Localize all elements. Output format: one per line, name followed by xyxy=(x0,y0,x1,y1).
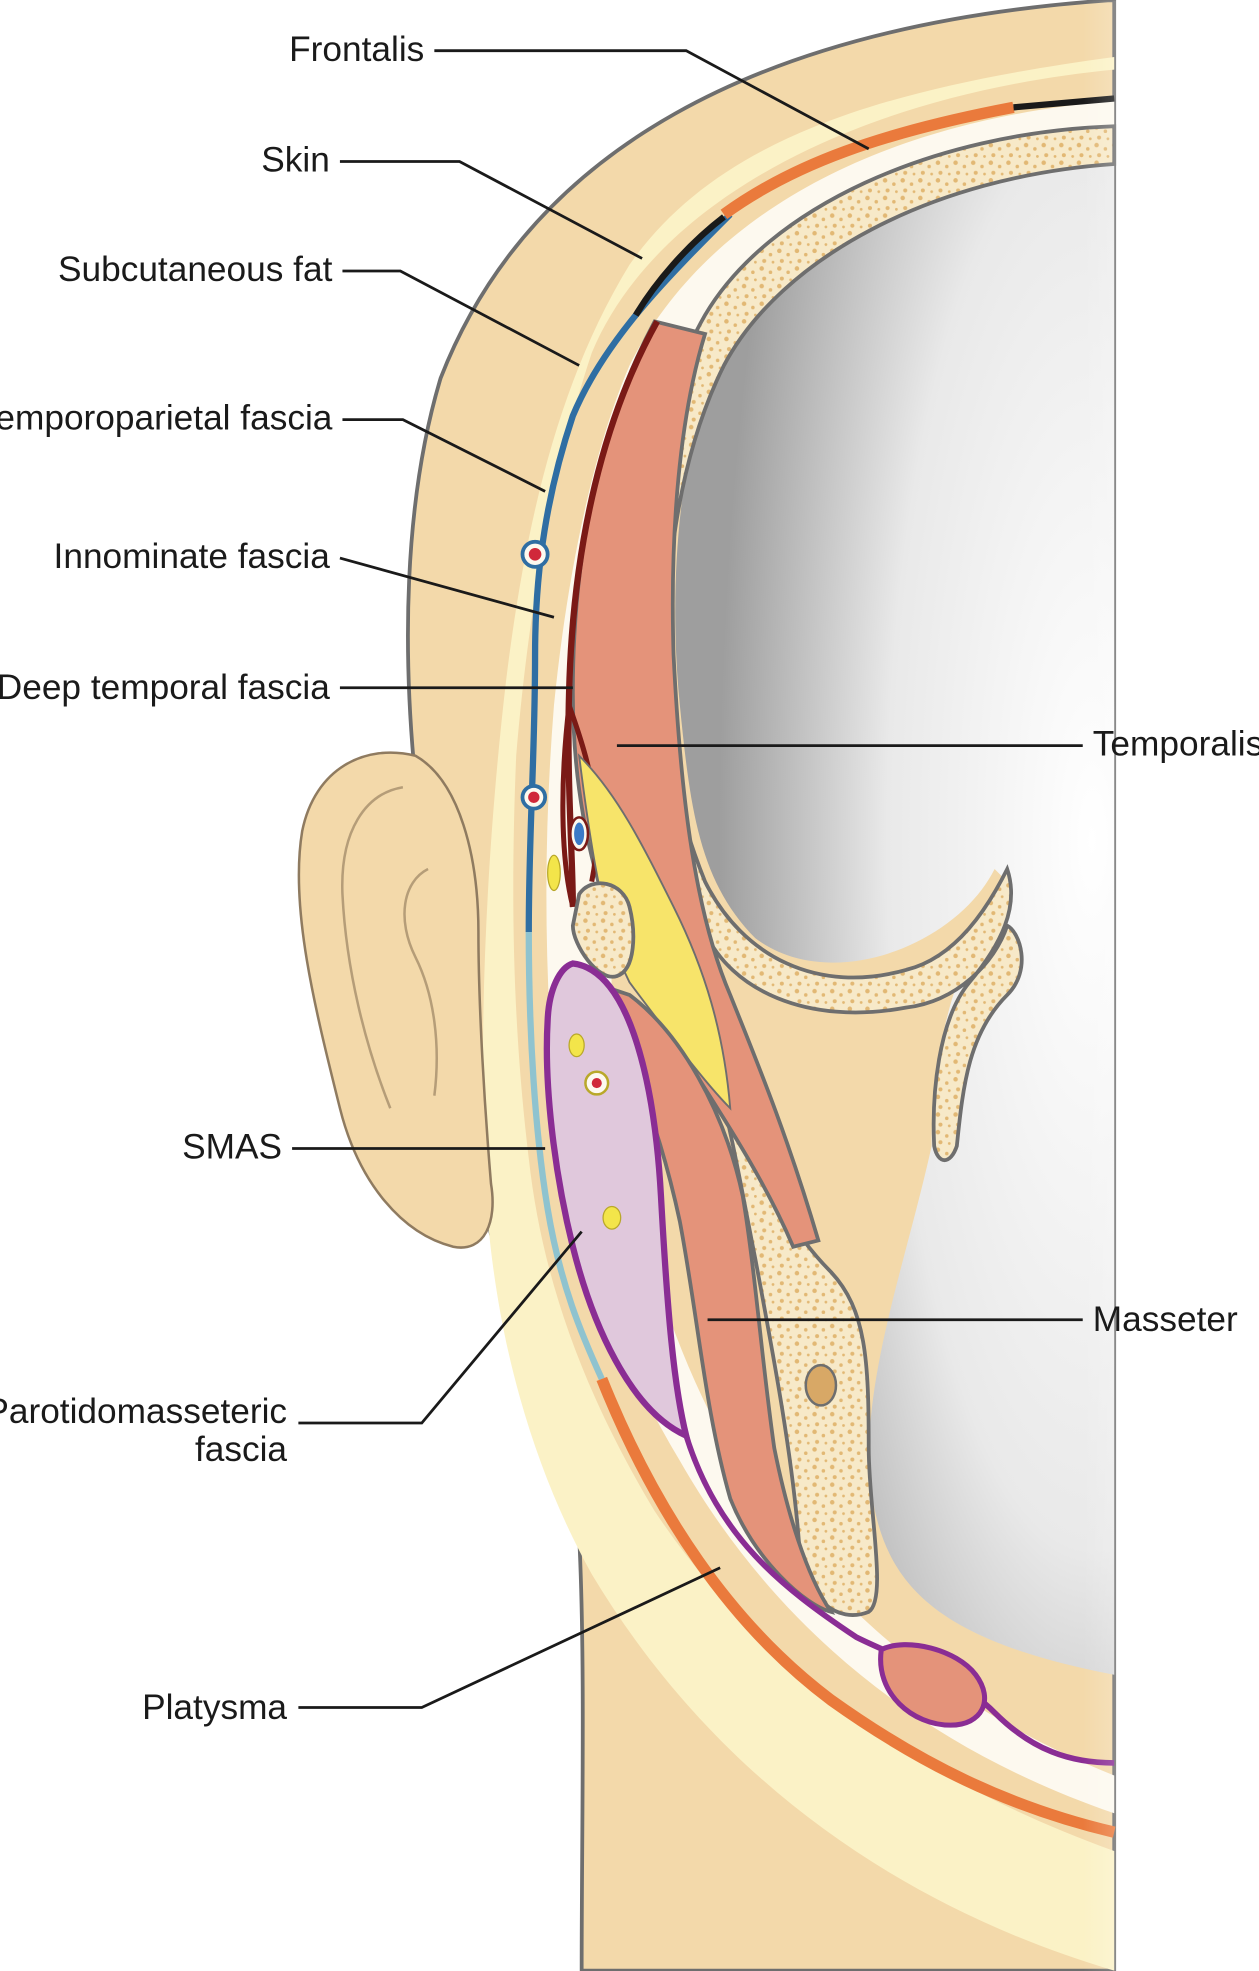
leader-platysma xyxy=(298,1566,721,1709)
superficial-temporal-artery-lower xyxy=(520,784,548,811)
smas xyxy=(525,931,605,1381)
superficial-temporal-artery-upper xyxy=(520,539,550,569)
right-edge-fade xyxy=(1082,0,1259,1971)
leader-frontalis xyxy=(434,49,870,151)
fascia-region xyxy=(546,101,1115,1814)
platysma xyxy=(596,1376,1116,1838)
leader-parotidomasseteric-fascia xyxy=(298,1230,583,1425)
transverse-facial-artery xyxy=(584,1070,610,1096)
subcutaneous-fat-layer xyxy=(482,56,1115,1971)
frontalis xyxy=(720,101,1015,219)
temporalis-muscle xyxy=(570,319,821,1249)
label-temporalis: Temporalis xyxy=(1093,725,1259,764)
zygomatic-arch xyxy=(570,881,636,979)
leader-innominate-fascia xyxy=(339,556,555,619)
ear xyxy=(297,751,494,1249)
label-temporoparietal-fascia: Temporoparietal fascia xyxy=(0,399,333,438)
facial-nerve-branch-temporal xyxy=(547,854,561,892)
depressor-muscle xyxy=(878,1642,988,1728)
label-masseter: Masseter xyxy=(1093,1300,1238,1339)
middle-temporal-vein xyxy=(569,816,590,852)
label-parotidomasseteric-fascia-line1: Parotidomasseteric xyxy=(0,1392,287,1431)
facial-nerve-branch-1 xyxy=(568,1033,585,1058)
label-frontalis: Frontalis xyxy=(289,30,424,69)
ear-helix-inner xyxy=(341,785,438,1109)
label-innominate-fascia: Innominate fascia xyxy=(54,537,331,576)
leader-subcutaneous-fat xyxy=(342,269,580,367)
parotid-gland xyxy=(543,960,691,1442)
label-subcutaneous-fat: Subcutaneous fat xyxy=(58,250,333,289)
masseter-muscle xyxy=(587,978,836,1615)
label-platysma: Platysma xyxy=(142,1688,287,1727)
label-deep-temporal-fascia: Deep temporal fascia xyxy=(0,668,330,707)
label-skin: Skin xyxy=(261,141,330,180)
label-parotidomasseteric-fascia-line2: fascia xyxy=(195,1430,287,1469)
mandibular-canal xyxy=(804,1363,838,1407)
label-smas: SMAS xyxy=(182,1128,282,1167)
leader-temporoparietal-fascia xyxy=(342,418,546,493)
facial-nerve-branch-2 xyxy=(602,1205,622,1230)
leader-skin xyxy=(339,160,643,260)
cranial-cavity xyxy=(675,157,1115,1675)
